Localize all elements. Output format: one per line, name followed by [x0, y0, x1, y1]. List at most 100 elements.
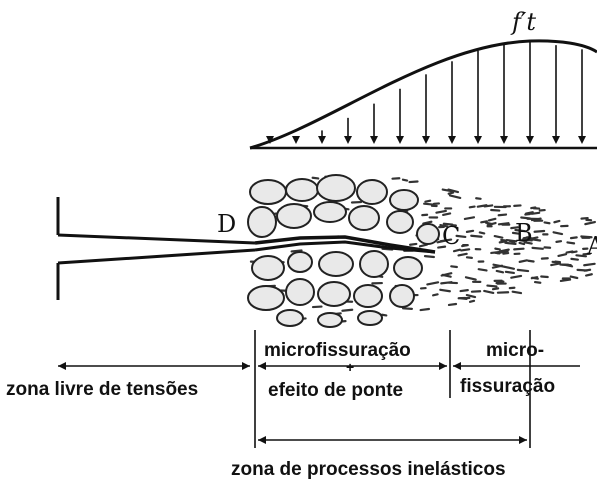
stress-arrow	[344, 117, 352, 144]
microcrack-dash	[475, 197, 482, 200]
aggregate	[318, 251, 354, 277]
microcrack-dash	[554, 260, 562, 264]
microcrack-dash	[584, 220, 596, 226]
stress-arrow	[578, 49, 586, 144]
stress-arrow	[370, 103, 378, 144]
microcrack-dash	[493, 234, 504, 239]
microcrack-dash	[439, 223, 449, 228]
microcrack-dash	[401, 307, 414, 310]
notch	[56, 197, 256, 300]
stress-distribution: f′t	[249, 8, 597, 150]
microcrack-dash	[499, 248, 510, 253]
point-label-D: D	[217, 210, 236, 238]
aggregate	[389, 189, 419, 211]
microcrack-dash	[540, 275, 549, 279]
microcrack-dash	[447, 191, 455, 195]
microcrack-dash	[465, 256, 473, 259]
microcrack-dash	[533, 229, 546, 233]
aggregate	[348, 205, 380, 231]
microcrack-dash	[498, 240, 508, 244]
microcrack-dash	[448, 194, 462, 200]
microcrack-dash	[290, 249, 303, 253]
stress-arrows	[266, 41, 586, 144]
aggregate	[353, 284, 383, 308]
microcrack-dash	[527, 259, 535, 263]
stress-arrow	[396, 88, 404, 144]
microcrack-dash	[437, 245, 447, 249]
microcrack-dash	[557, 253, 568, 257]
aggregate	[359, 250, 389, 278]
aggregate	[247, 206, 277, 238]
zone-markers	[58, 330, 580, 448]
microcrack-dash	[439, 288, 451, 293]
stress-arrow	[474, 50, 482, 144]
label-bridging-bottom: efeito de ponte	[268, 380, 403, 401]
point-label-C: C	[442, 222, 460, 250]
aggregate	[317, 312, 343, 328]
stress-arrow	[266, 136, 274, 144]
microcrack-dash	[550, 262, 562, 267]
microcrack-dash	[465, 293, 477, 299]
microcrack-dash	[505, 238, 518, 243]
microcrack-dash	[424, 199, 432, 203]
microcrack-dash	[580, 235, 593, 239]
microcrack-dash	[311, 176, 320, 180]
microcrack-dash	[566, 241, 576, 245]
microcrack-dash	[531, 246, 544, 250]
microcrack-dash	[455, 234, 467, 239]
microcrack-dash	[461, 244, 468, 248]
microcrack-dash	[477, 268, 488, 272]
microcrack-dash	[580, 216, 589, 220]
microcrack-dash	[518, 259, 529, 263]
microcrack-dash	[432, 293, 439, 297]
microcrack-dash	[583, 268, 592, 272]
microcrack-dash	[518, 241, 526, 246]
microcrack-dash	[510, 274, 523, 279]
microcrack-dash	[526, 236, 539, 241]
label-inelastic-zone: zona de processos inelásticos	[231, 459, 506, 480]
microcrack-dash	[409, 242, 418, 246]
notch-lower-face	[57, 248, 256, 265]
point-label-A: A	[586, 232, 597, 260]
aggregate	[247, 285, 285, 311]
stress-arrow	[422, 74, 430, 144]
microcrack-dash	[468, 299, 476, 303]
aggregate	[276, 309, 304, 327]
aggregate-bridging-zone	[247, 174, 440, 328]
microcrack-dash	[511, 231, 520, 235]
microcrack-dash	[418, 243, 429, 248]
microcrack-dash	[530, 276, 539, 280]
microcrack-dash	[442, 222, 454, 226]
microcrack-dash	[569, 236, 578, 240]
stress-arrow	[500, 43, 508, 144]
aggregate	[356, 179, 388, 205]
microcrack-dash	[530, 211, 541, 215]
microcrack-dash	[514, 228, 527, 233]
aggregate	[276, 203, 312, 229]
microcrack-dash	[495, 280, 505, 285]
microcrack-dash	[570, 257, 579, 261]
microcrack-dash	[452, 248, 462, 253]
microcrack-dash	[503, 265, 516, 270]
label-bridging-top: microfissuração	[264, 340, 411, 361]
microcrack-dash	[502, 251, 510, 255]
microcrack-dash	[441, 188, 453, 193]
microcrack-dash	[491, 264, 504, 269]
microcrack-dash	[495, 269, 505, 274]
microcrack-dash	[480, 220, 488, 224]
aggregate	[316, 174, 356, 202]
microcrack-dash	[465, 229, 475, 233]
microcrack-dash	[457, 252, 468, 257]
aggregate	[389, 284, 415, 308]
aggregate	[416, 223, 440, 245]
microcrack-dash	[497, 222, 510, 226]
microcrack-dash	[423, 255, 435, 259]
microcrack-dash	[565, 250, 574, 254]
notch-upper-face	[57, 233, 256, 245]
microcrack-dash	[585, 273, 593, 277]
microcrack-dash	[435, 209, 447, 214]
microcrack-dash	[423, 202, 435, 206]
label-plus: +	[346, 359, 354, 375]
microcrack-dash	[476, 204, 488, 208]
